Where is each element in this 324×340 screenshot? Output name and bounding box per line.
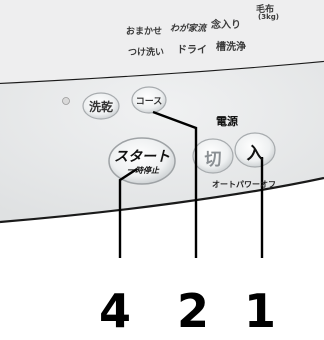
callout-number-4: 4 [98,284,131,338]
course-area-strip [0,0,324,84]
course-tsukearai: つけ洗い [128,48,165,58]
pause-button-sublabel[interactable]: 一時停止 [127,166,159,175]
power-on-button-shape[interactable] [234,132,276,168]
course-dry: ドライ [177,45,207,56]
panel-lower-edge [0,176,324,224]
power-section-label: 電源 [216,115,238,128]
start-button-shape[interactable] [108,137,176,185]
dry-button-shape[interactable] [82,92,120,120]
start-button-label[interactable]: スタート [114,149,170,165]
course-3kg: (3kg) [258,13,279,21]
power-off-button-shape[interactable] [192,138,234,174]
course-neniri: 念入り [211,20,241,31]
course-moufu: 毛布 [256,5,275,15]
course-button-shape[interactable] [131,86,167,114]
power-on-button-label[interactable]: 入 [246,144,264,164]
panel-upper-edge [0,60,324,86]
dry-indicator-lamp [62,97,70,105]
callout-line-4 [118,167,138,258]
course-omakase: おまかせ [126,27,163,37]
course-button-label[interactable]: コース [135,97,163,107]
callout-line-2 [152,110,198,258]
callout-number-1: 1 [243,284,276,338]
dry-button-label[interactable]: 洗乾 [88,100,113,114]
course-sousenjou: 槽洗浄 [216,42,246,53]
course-wagaya: わが家流 [170,24,207,34]
power-off-button-label[interactable]: 切 [204,150,222,170]
callout-number-2: 2 [176,284,209,338]
auto-power-off-label: オートパワーオフ [212,180,276,189]
